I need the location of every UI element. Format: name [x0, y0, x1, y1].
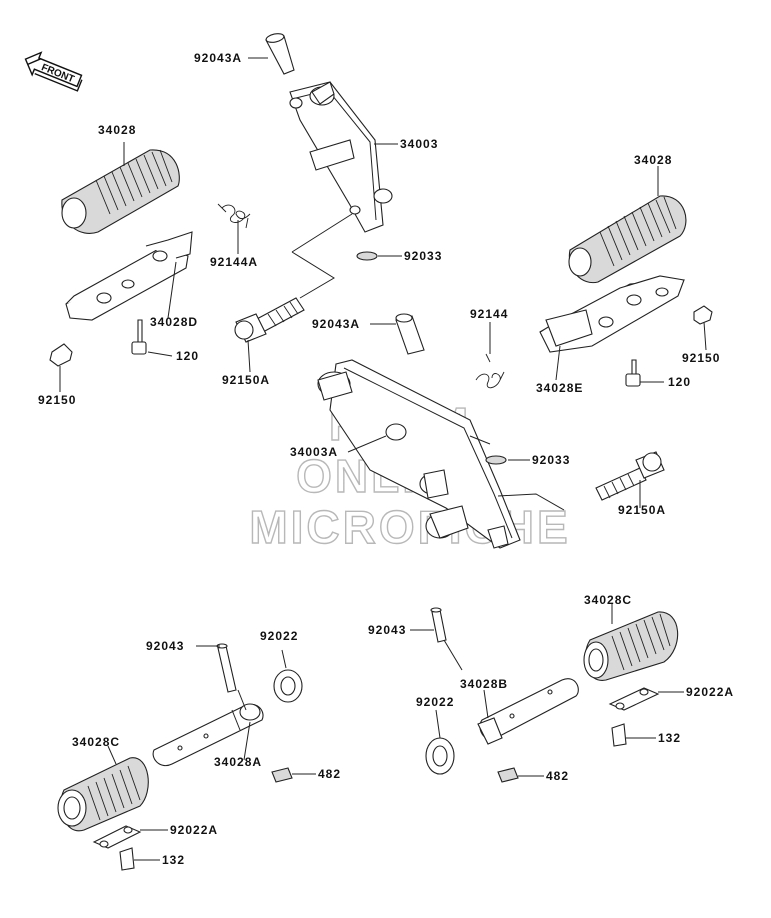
- plate-92022A-left: [92, 825, 142, 849]
- label-92150A-left: 92150A: [222, 373, 270, 387]
- part-labels: 92043A 34003 34028 92144A 92033 34028D 1…: [38, 51, 734, 867]
- label-120-right: 120: [668, 375, 691, 389]
- label-92150-right: 92150: [682, 351, 720, 365]
- label-92150-left: 92150: [38, 393, 76, 407]
- washer-92022-right: [425, 737, 455, 775]
- watermark-line-3: MICROFICHE: [249, 501, 570, 553]
- pin-92043A-top: [265, 33, 295, 75]
- label-34028E: 34028E: [536, 381, 583, 395]
- label-132-left: 132: [162, 853, 185, 867]
- pin-92043-right: [430, 607, 447, 643]
- pin-92043A-mid: [395, 313, 425, 355]
- bolt-92150A-left: [234, 297, 305, 343]
- label-92144A: 92144A: [210, 255, 258, 269]
- front-arrow-icon: FRONT: [24, 51, 83, 92]
- label-92150A-right: 92150A: [618, 503, 666, 517]
- label-34028-right: 34028: [634, 153, 672, 167]
- label-92022-left: 92022: [260, 629, 298, 643]
- footpeg-34028A: [152, 703, 264, 767]
- spring-92144A: [217, 203, 251, 229]
- clip-92033-mid: [485, 455, 507, 465]
- label-92022A-right: 92022A: [686, 685, 734, 699]
- bracket-34003: [289, 81, 393, 233]
- rubber-34028C-left: [57, 757, 149, 832]
- bolt-132-right: [611, 723, 627, 747]
- rubber-34028-right: [568, 195, 687, 284]
- label-34028C-left: 34028C: [72, 735, 120, 749]
- label-34028D: 34028D: [150, 315, 198, 329]
- spring-92144: [475, 353, 505, 389]
- label-92033-top: 92033: [404, 249, 442, 263]
- clip-482-right: [497, 767, 519, 783]
- label-34003A: 34003A: [290, 445, 338, 459]
- label-92043-left: 92043: [146, 639, 184, 653]
- label-482-right: 482: [546, 769, 569, 783]
- pin-92043-left: [216, 643, 237, 693]
- bolt-132-left: [119, 847, 135, 871]
- bracket-34003A: [317, 359, 521, 549]
- clip-92033-top: [356, 251, 378, 261]
- label-92043-right: 92043: [368, 623, 406, 637]
- plate-92022A-right: [608, 687, 660, 711]
- footpeg-34028D: [65, 231, 193, 321]
- leader-lines: [59, 57, 707, 861]
- nut-92150-left: [49, 343, 73, 367]
- clip-482-left: [271, 767, 293, 783]
- label-482-left: 482: [318, 767, 341, 781]
- footpeg-34028E: [539, 275, 685, 353]
- label-34003: 34003: [400, 137, 438, 151]
- nut-92150-right: [693, 305, 713, 325]
- label-92022-right: 92022: [416, 695, 454, 709]
- washer-92022-left: [273, 669, 303, 703]
- label-92033-mid: 92033: [532, 453, 570, 467]
- label-92022A-left: 92022A: [170, 823, 218, 837]
- label-92043A-mid: 92043A: [312, 317, 360, 331]
- rubber-34028C-right: [583, 611, 679, 681]
- label-92144: 92144: [470, 307, 508, 321]
- bolt-120-left: [131, 319, 147, 355]
- bolt-92150A-right: [595, 451, 665, 501]
- label-132-right: 132: [658, 731, 681, 745]
- bolt-120-right: [625, 359, 641, 387]
- label-34028B: 34028B: [460, 677, 508, 691]
- rubber-34028-left: [61, 149, 180, 234]
- label-34028C-right: 34028C: [584, 593, 632, 607]
- footpeg-34028B: [477, 678, 579, 745]
- label-120-left: 120: [176, 349, 199, 363]
- label-34028-left: 34028: [98, 123, 136, 137]
- label-92043A-top: 92043A: [194, 51, 242, 65]
- label-34028A: 34028A: [214, 755, 262, 769]
